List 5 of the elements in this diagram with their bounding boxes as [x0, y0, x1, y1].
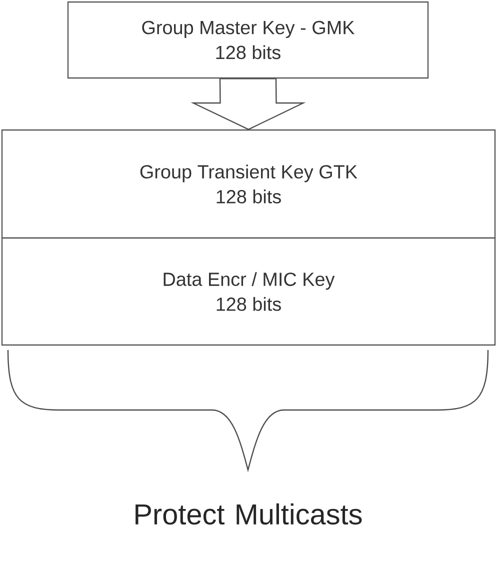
block-arrow: [190, 78, 306, 130]
key-box: Group Master Key - GMK 128 bits: [67, 1, 429, 79]
key-box: Data Encr / MIC Key 128 bits: [1, 237, 496, 346]
caption-text: Protect Multicasts: [136, 503, 362, 525]
key-box: Group Transient Key GTK 128 bits: [1, 129, 496, 239]
